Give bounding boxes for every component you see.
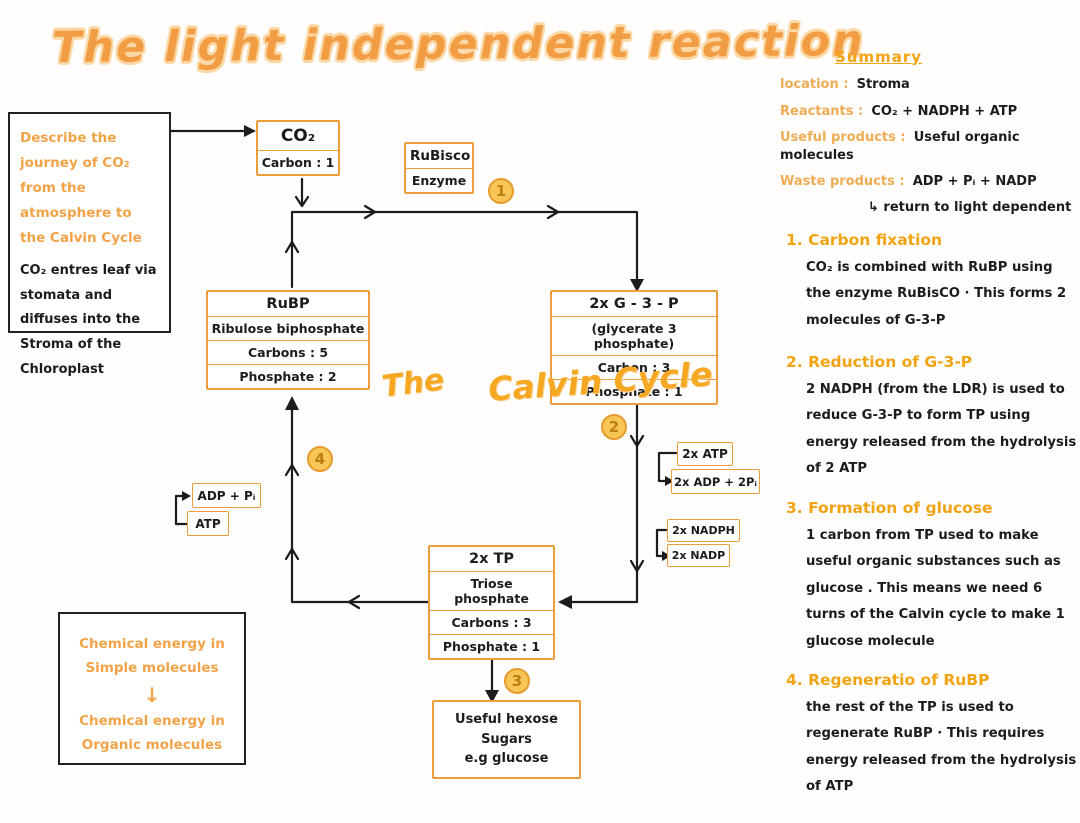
step-heading-1: 1. Carbon fixation [786,231,943,249]
tp-name-row: Triose phosphate [430,571,553,610]
tp-carbons-row: Carbons : 3 [430,610,553,634]
summary-row-location: location : Stroma [780,76,1076,94]
rubisco-enzyme-row: Enzyme [406,168,472,192]
co2-title: CO₂ [280,126,316,146]
tp-node: 2x TP Triose phosphate Carbons : 3 Phosp… [428,545,555,660]
question-box: Describe the journey of CO₂ from the atm… [8,112,171,377]
summary-value: Stroma [856,77,910,92]
summary-value: Useful organic molecules [780,130,1020,163]
rubisco-node: RuBisco Enzyme [404,142,474,194]
energy-line1: Chemical energy in Simple molecules [79,636,225,677]
question-answer: CO₂ entres leaf via stomata and diffuses… [20,262,157,377]
summary-label: Waste products : [780,174,905,190]
rubp-carbons-row: Carbons : 5 [208,340,368,364]
step-note-4: 4. Regeneratio of RuBP the rest of the T… [786,671,1078,801]
g3p-phosphate-row: Phosphate : 1 [552,379,716,403]
step-body-2: 2 NADPH (from the LDR) is used to reduce… [806,382,1077,477]
hexose-node: Useful hexose Sugars e.g glucose [432,700,581,779]
step-marker-4: 4 [307,446,333,472]
summary-waste-note: ↳ return to light dependent [868,199,1072,215]
summary-label: location : [780,77,849,92]
summary-label: Reactants : [780,103,864,119]
step-marker-3: 3 [504,668,530,694]
adp-pi-chip: ADP + Pᵢ [192,483,261,508]
step-marker-2: 2 [601,414,627,440]
step-heading-2: 2. Reduction of G-3-P [786,353,973,371]
summary-panel: Summary location : Stroma Reactants : CO… [780,48,1076,215]
atp-2x-chip: 2x ATP [677,442,733,466]
atp-chip: ATP [187,511,229,536]
step-body-4: the rest of the TP is used to regenerate… [806,700,1077,795]
g3p-carbon-row: Carbon : 3 [552,355,716,379]
calvin-cycle-label-line1: The [380,362,447,405]
step-note-2: 2. Reduction of G-3-P 2 NADPH (from the … [786,353,1078,483]
step-body-3: 1 carbon from TP used to make useful org… [806,528,1065,649]
step-marker-1: 1 [488,178,514,204]
summary-row-waste-products: Waste products : ADP + Pᵢ + NADP [780,173,1076,191]
hexose-line1: Useful hexose Sugars [455,712,558,747]
summary-row-reactants: Reactants : CO₂ + NADPH + ATP [780,103,1076,121]
summary-value: CO₂ + NADPH + ATP [871,103,1018,119]
tp-phosphate-row: Phosphate : 1 [430,634,553,658]
rubp-phosphate-row: Phosphate : 2 [208,364,368,388]
tp-title: 2x TP [468,551,514,567]
co2-carbon-row: Carbon : 1 [258,150,338,174]
hexose-line2: e.g glucose [464,751,549,766]
calvin-cycle-label-line2: Calvin Cycle [486,354,714,409]
down-arrow-icon: ↓ [143,682,161,707]
rubp-node: RuBP Ribulose biphosphate Carbons : 5 Ph… [206,290,370,390]
step-note-1: 1. Carbon fixation CO₂ is combined with … [786,231,1078,334]
step-body-1: CO₂ is combined with RuBP using the enzy… [806,260,1067,328]
co2-node: CO₂ Carbon : 1 [256,120,340,176]
g3p-name-row: (glycerate 3 phosphate) [552,316,716,355]
summary-row-useful-products: Useful products : Useful organic molecul… [780,129,1076,164]
energy-box: Chemical energy in Simple molecules ↓ Ch… [58,612,246,765]
nadph-2x-chip: 2x NADPH [667,519,740,542]
step-heading-4: 4. Regeneratio of RuBP [786,671,990,689]
summary-value: ADP + Pᵢ + NADP [912,174,1037,190]
step-note-3: 3. Formation of glucose 1 carbon from TP… [786,499,1078,655]
rubp-name-row: Ribulose biphosphate [208,316,368,340]
g3p-node: 2x G - 3 - P (glycerate 3 phosphate) Car… [550,290,718,405]
g3p-title: 2x G - 3 - P [589,296,679,312]
calvin-cycle-label: The Calvin Cycle [380,354,713,409]
summary-label: Useful products : [780,130,906,146]
adp-2x-chip: 2x ADP + 2Pᵢ [671,469,760,494]
question-prompt: Describe the journey of CO₂ from the atm… [20,130,142,246]
rubp-title: RuBP [266,296,310,312]
summary-heading: Summary [835,48,923,66]
energy-line2: Chemical energy in Organic molecules [79,712,225,753]
nadp-2x-chip: 2x NADP [667,544,730,567]
page-title: The light independent reaction [51,16,865,74]
step-heading-3: 3. Formation of glucose [786,499,993,517]
rubisco-title: RuBisco [410,148,471,164]
